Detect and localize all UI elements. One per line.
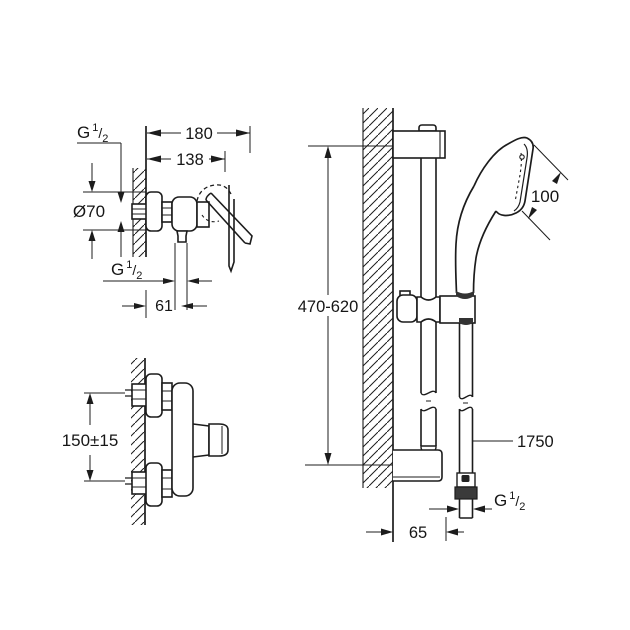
shower-hose (454, 323, 478, 519)
cartridge-neck (192, 423, 210, 458)
dim-100-label: 100 (531, 187, 559, 206)
hose-connector-tube (458, 499, 474, 519)
dim-138-label: 138 (176, 151, 204, 169)
dimension-escutcheon-diameter: Ø70 (73, 163, 146, 259)
valve-body-front (171, 382, 194, 497)
escutcheon (145, 191, 163, 232)
dim-diameter-label: Ø70 (73, 202, 105, 221)
rail-bar-lower (420, 322, 437, 454)
dimension-bar-span: 470-620 (298, 145, 393, 466)
knurled-nut (454, 486, 478, 500)
dimension-overall-depth: 180 (147, 125, 251, 153)
shower-handle-left-edge (454, 185, 475, 294)
dimension-outlet-offset: 61 (122, 298, 207, 315)
union-nut (131, 203, 148, 220)
hose-fitting-detail (461, 475, 470, 482)
spray-face-inner-line (513, 143, 528, 212)
mixer-body-front (125, 373, 229, 507)
hand-shower (454, 136, 535, 294)
spray-face-detail (519, 154, 525, 160)
escutcheon-top (145, 373, 163, 418)
rail-top-bracket (392, 124, 446, 159)
dimension-head-diameter: 100 (521, 144, 569, 241)
dimension-wall-distance: 65 (366, 517, 464, 542)
cartridge-ring (196, 201, 210, 228)
mixer-body-side (131, 191, 210, 243)
handle-cap (208, 423, 229, 457)
s-union-hex (161, 201, 173, 223)
escutcheon-bottom (145, 462, 163, 507)
valve-body (171, 196, 198, 232)
union-nut-bottom (131, 471, 148, 495)
dimension-hose-length: 1750 (472, 433, 554, 451)
holder-clamp (416, 296, 441, 323)
hose-break-upper (458, 394, 474, 400)
s-union-bottom (161, 469, 173, 498)
lever-handle (196, 184, 253, 274)
outlet-extension-lines (174, 243, 188, 310)
spray-nozzle-band (514, 152, 522, 203)
mixer-front-view: 150±15 (62, 358, 229, 525)
shower-rail-view: 100 (298, 108, 569, 542)
wall-hatch-front-view (131, 358, 146, 525)
dim-470-620-label: 470-620 (298, 298, 359, 316)
shower-head-outline (473, 136, 535, 217)
dim-61-label: 61 (155, 298, 173, 315)
holder-knob (396, 294, 418, 323)
wall-hatch-side-view (132, 126, 147, 318)
dim-180-label: 180 (185, 125, 213, 143)
union-nut-top (131, 383, 148, 407)
bracket-knob (418, 124, 437, 132)
dimension-body-depth: 138 (147, 151, 226, 172)
dim-1750-label: 1750 (517, 433, 554, 451)
rail-bar-upper (420, 158, 437, 297)
rail-bottom-bracket (393, 449, 443, 482)
wall-hatch-rail (362, 108, 394, 542)
dim-65-label: 65 (409, 524, 427, 542)
s-union-top (161, 382, 173, 411)
hose-exit-shadow (459, 318, 473, 325)
outlet-nipple (176, 230, 188, 243)
dimension-connection-spacing: 150±15 (62, 392, 125, 482)
shower-holder (396, 290, 476, 325)
handle-seat-shadow (456, 291, 474, 299)
dim-150-label: 150±15 (62, 431, 119, 450)
rail-break-upper (420, 390, 437, 396)
rail-break-lower (420, 406, 437, 412)
shower-handle-right-edge (472, 210, 497, 294)
hose-break-lower (458, 406, 474, 412)
